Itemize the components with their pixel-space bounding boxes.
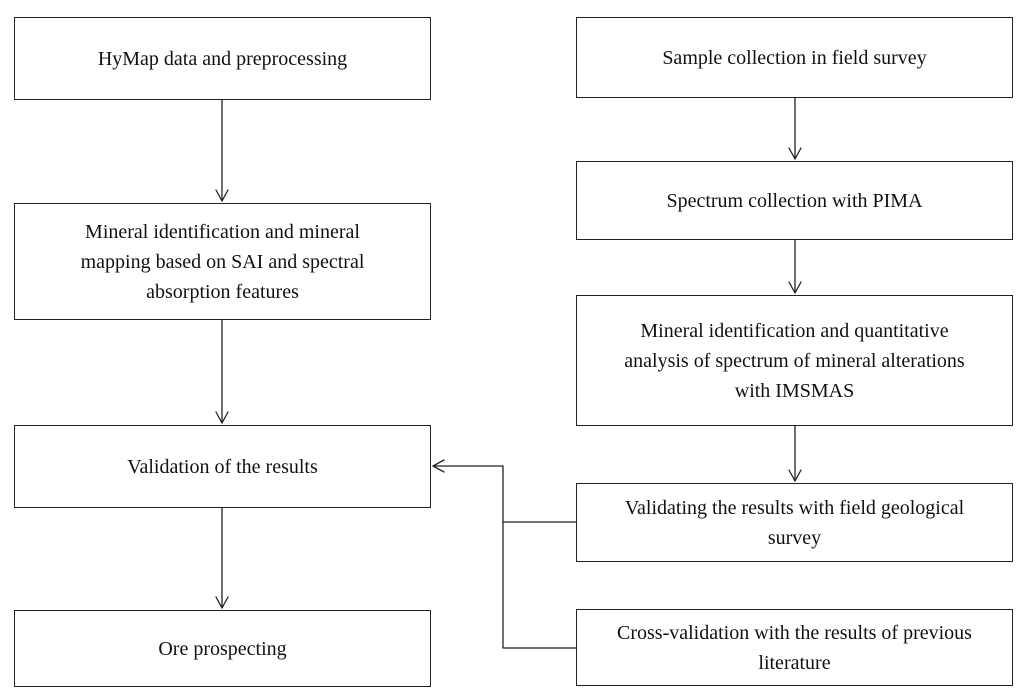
arrowhead-mapping-to-validation xyxy=(215,411,229,424)
connector-cross-to-validation xyxy=(502,521,577,649)
arrowhead-sample-to-spectrum xyxy=(788,147,802,160)
spectrum-collection-label: Spectrum collection with PIMA xyxy=(666,189,923,212)
cross-validation-box: Cross-validation with the results of pre… xyxy=(576,609,1013,686)
field-validation-label: Validating the results with field geolog… xyxy=(624,496,965,549)
ore-prospecting-box: Ore prospecting xyxy=(14,610,431,687)
ore-prospecting-label: Ore prospecting xyxy=(158,637,287,660)
validation-results-box: Validation of the results xyxy=(14,425,431,508)
field-validation-box: Validating the results with field geolog… xyxy=(576,483,1013,562)
cross-validation-label: Cross-validation with the results of pre… xyxy=(617,621,972,674)
sample-collection-label: Sample collection in field survey xyxy=(662,46,927,69)
quantitative-analysis-box: Mineral identification and quantitative … xyxy=(576,295,1013,426)
hymap-preprocessing-box: HyMap data and preprocessing xyxy=(14,17,431,100)
mineral-mapping-label: Mineral identification and mineral mappi… xyxy=(80,220,365,303)
arrowhead-hymap-to-mapping xyxy=(215,189,229,202)
spectrum-collection-box: Spectrum collection with PIMA xyxy=(576,161,1013,240)
arrowhead-validation-to-ore xyxy=(215,596,229,609)
sample-collection-box: Sample collection in field survey xyxy=(576,17,1013,98)
arrowhead-spectrum-to-quantitative xyxy=(788,281,802,294)
validation-results-label: Validation of the results xyxy=(127,455,318,478)
hymap-preprocessing-label: HyMap data and preprocessing xyxy=(97,47,348,70)
mineral-mapping-box: Mineral identification and mineral mappi… xyxy=(14,203,431,320)
quantitative-analysis-label: Mineral identification and quantitative … xyxy=(624,319,965,402)
arrowhead-into-validation xyxy=(432,459,445,473)
arrowhead-quantitative-to-field xyxy=(788,469,802,482)
connector-field-to-validation xyxy=(432,465,577,523)
